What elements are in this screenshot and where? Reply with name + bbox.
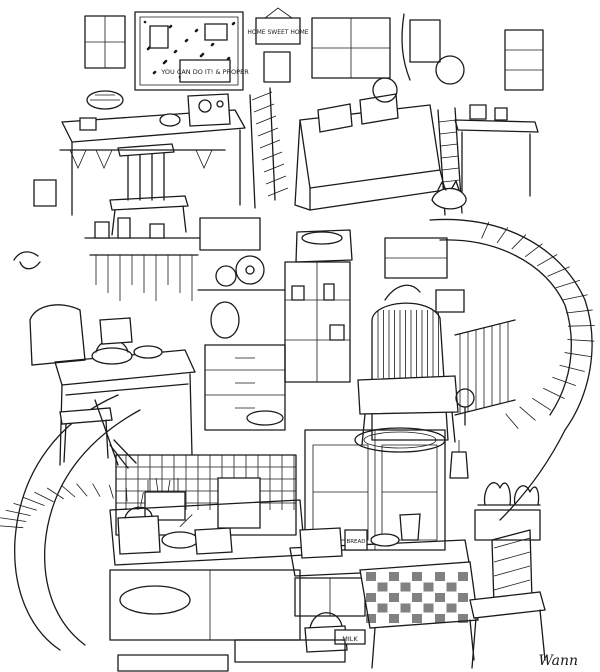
stair-tread [14, 503, 37, 510]
cloth-check [435, 572, 445, 581]
stair-tread [512, 235, 526, 249]
cloth-check [412, 572, 422, 581]
ladder-rung [439, 120, 456, 122]
stair-tread [567, 339, 594, 341]
rail-spindle [266, 176, 286, 184]
ladder-rung [443, 180, 460, 182]
stair-tread [520, 407, 536, 421]
cloth-check [458, 572, 468, 581]
stair-tread [93, 484, 100, 497]
cloth-check [458, 614, 468, 623]
ladder-rung [440, 132, 457, 134]
stair-tread [6, 510, 31, 515]
cork-dot [211, 44, 213, 46]
rail-spindle [262, 152, 282, 160]
stair-tread [506, 414, 519, 429]
kitchen-jar-label: BREAD [346, 539, 365, 545]
stair-tread [47, 488, 64, 499]
basket-tag-text: MILK [342, 635, 358, 643]
cork-dot [147, 48, 149, 50]
cork-dot [195, 30, 197, 32]
stair-tread [552, 377, 575, 385]
stair-tread [532, 398, 551, 410]
ladder-rung [442, 168, 459, 170]
cloth-check [446, 603, 457, 613]
cloth-check [366, 572, 376, 581]
stair-tread [61, 485, 75, 497]
rail-spindle [254, 104, 274, 112]
corkboard-note-text: YOU CAN DO IT! & PROPER [160, 68, 249, 76]
stair-tread [126, 488, 127, 502]
cloth-check [458, 593, 468, 602]
stair-tread [0, 526, 23, 528]
stair-tread [560, 365, 585, 371]
upper-right-room: HOME SWEET HOME [247, 8, 543, 215]
chair-slat [494, 552, 530, 562]
cloth-check [377, 603, 388, 613]
middle-left-area [14, 218, 200, 468]
cloth-check [423, 582, 434, 592]
cloth-check [389, 572, 399, 581]
stair-tread [34, 492, 53, 502]
cloth-check [412, 614, 422, 623]
cloth-check [423, 603, 434, 613]
stair-tread [543, 388, 564, 398]
cork-dot [144, 21, 146, 23]
ladder-rung [441, 144, 458, 146]
stair-tread [562, 295, 588, 300]
cork-dot [174, 51, 176, 53]
right-spiral-staircase [430, 219, 595, 520]
stair-tread [556, 280, 580, 288]
artist-signature: Wann [538, 653, 578, 669]
cloth-check [389, 614, 399, 623]
hanging-sign-text: HOME SWEET HOME [247, 29, 308, 36]
stair-tread [565, 353, 591, 357]
cloth-check [435, 614, 445, 623]
stair-tread [23, 497, 44, 505]
cork-dot [153, 72, 155, 74]
rail-spindle [264, 164, 284, 172]
stair-tread [497, 227, 508, 243]
rail-spindle [252, 92, 272, 100]
cloth-check [366, 614, 376, 623]
stair-tread [566, 310, 593, 313]
lower-kitchen [110, 455, 305, 671]
cloth-check [435, 593, 445, 602]
stair-tread [109, 485, 113, 499]
stair-tread [547, 267, 569, 277]
cork-dot [169, 26, 171, 28]
cloth-check [400, 582, 411, 592]
rail-spindle [260, 140, 280, 148]
rail-spindle [258, 128, 278, 136]
cork-dot [163, 62, 165, 64]
cloth-check [366, 593, 376, 602]
cork-dot [185, 40, 187, 42]
lower-right-dining: BREAD MILK [235, 430, 545, 668]
cloth-check [389, 593, 399, 602]
stair-tread [537, 254, 557, 265]
stair-tread [0, 518, 26, 522]
upper-left-room: YOU CAN DO IT! & PROPER [34, 12, 249, 235]
cloth-check [412, 593, 422, 602]
stair-tread [568, 326, 595, 327]
cloth-check [400, 603, 411, 613]
rail-spindle [256, 116, 276, 124]
stair-tread [141, 492, 144, 506]
centre-room [198, 218, 515, 452]
cork-dot [232, 23, 234, 25]
left-spiral-staircase [0, 395, 192, 650]
cloth-check [446, 582, 457, 592]
ladder-rung [441, 156, 458, 158]
rail-spindle [268, 188, 288, 196]
stair-tread [180, 515, 192, 527]
cloth-check [377, 582, 388, 592]
stair-tread [77, 484, 88, 497]
cork-dot [200, 55, 202, 57]
stair-tread [525, 244, 542, 257]
chair-slat [494, 566, 530, 576]
chair-slat [494, 580, 530, 590]
stair-tread [482, 222, 489, 238]
